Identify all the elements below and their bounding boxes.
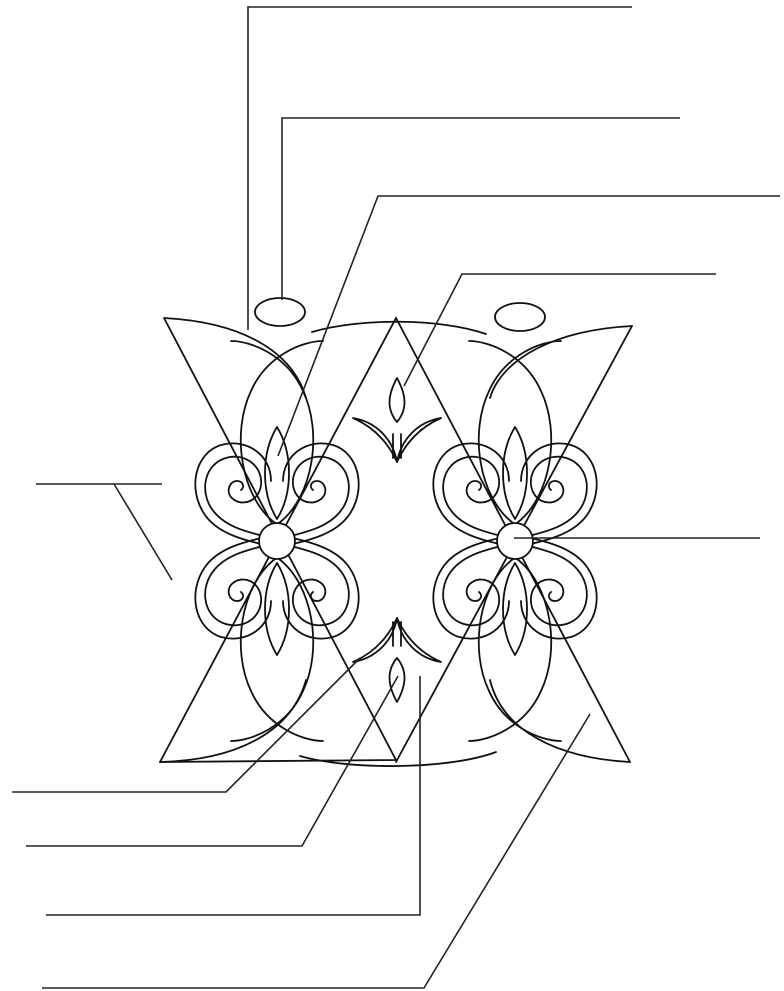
leader-5b — [114, 484, 172, 580]
upper-fleur — [353, 378, 441, 462]
right-oval-bead — [495, 303, 545, 331]
right-hub — [433, 341, 596, 741]
callout-leaders — [12, 7, 780, 988]
leader-9 — [46, 676, 420, 915]
leader-1 — [248, 7, 632, 330]
leader-4 — [404, 274, 716, 386]
leader-10 — [42, 714, 590, 988]
lattice-triangles — [160, 318, 632, 762]
lower-fleur — [353, 618, 441, 702]
leader-2 — [282, 118, 680, 300]
left-hub — [195, 341, 358, 741]
leader-3 — [278, 196, 780, 456]
left-oval-bead — [255, 298, 305, 326]
